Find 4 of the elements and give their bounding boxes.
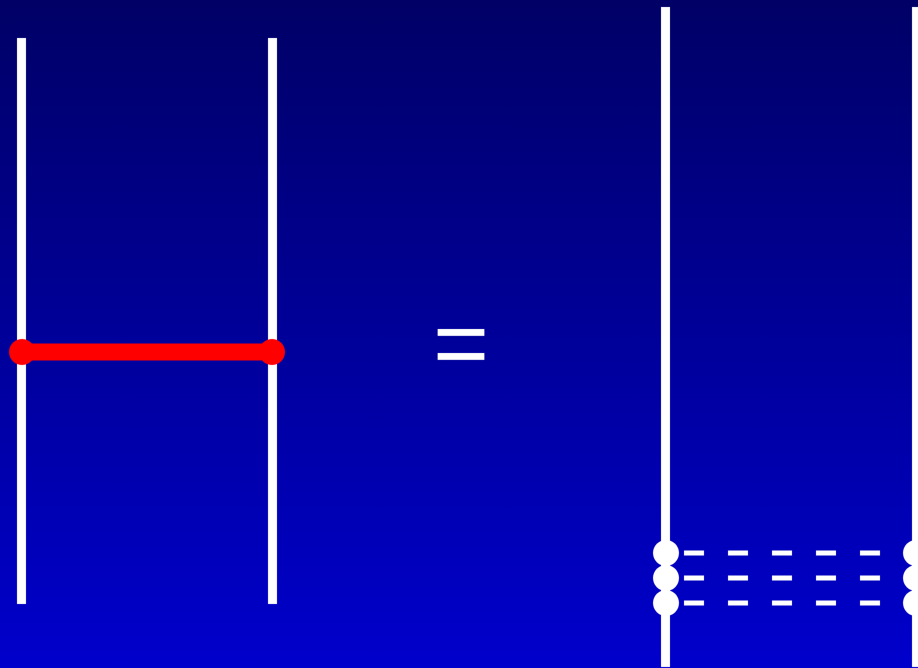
vertical-bar (17, 38, 26, 604)
connector-line (9, 339, 285, 365)
vertical-bar (268, 38, 277, 604)
equals-sign: = (432, 296, 490, 392)
